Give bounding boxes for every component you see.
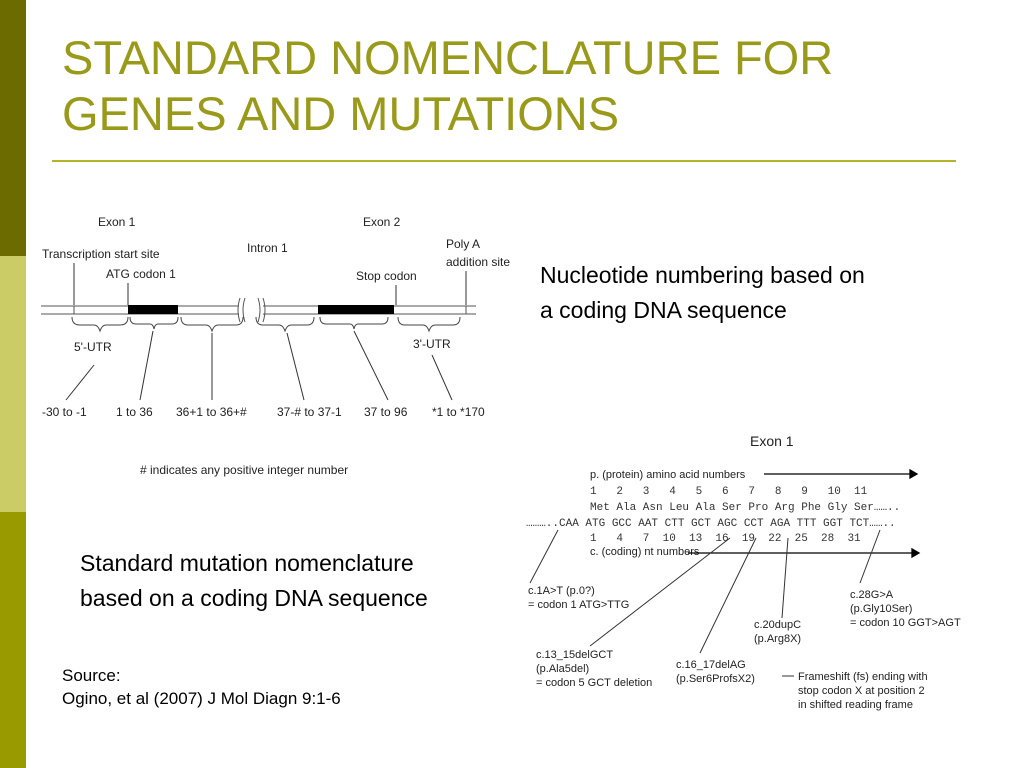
coding-numbers-label: c. (coding) nt numbers <box>590 546 700 558</box>
frameshift-note-line-1: Frameshift (fs) ending with <box>798 671 928 683</box>
title-line-2: GENES AND MUTATIONS <box>62 87 620 140</box>
sidebar-decoration <box>0 0 26 768</box>
mutation-exon-label: Exon 1 <box>750 433 794 449</box>
title-line-1: STANDARD NOMENCLATURE FOR <box>62 31 834 84</box>
mutation-1-line-1: c.1A>T (p.0?) <box>528 585 595 597</box>
sidebar-segment-dark <box>0 0 26 256</box>
nucleotide-caption-line-2: a coding DNA sequence <box>540 297 787 323</box>
mutation-5-line-3: = codon 10 GGT>AGT <box>850 617 961 629</box>
mutation-3-line-2: (p.Ser6ProfsX2) <box>676 673 755 685</box>
mutation-2-line-2: (p.Ala5del) <box>536 663 589 675</box>
position-label-1: -30 to -1 <box>42 405 87 419</box>
mutation-nomenclature-diagram: Exon 1 p. (protein) amino acid numbers 1… <box>526 433 961 711</box>
transcription-start-label: Transcription start site <box>42 247 160 261</box>
slide-title: STANDARD NOMENCLATURE FOR GENES AND MUTA… <box>62 30 962 142</box>
atg-codon-label: ATG codon 1 <box>106 267 176 281</box>
position-label-6: *1 to *170 <box>432 405 485 419</box>
sidebar-segment-light <box>0 256 26 512</box>
poly-a-label-1: Poly A <box>446 237 480 251</box>
integer-note: # indicates any positive integer number <box>140 463 348 477</box>
source-citation: Source: Ogino, et al (2007) J Mol Diagn … <box>62 664 341 710</box>
utr5-label: 5'-UTR <box>74 340 112 354</box>
gene-structure-diagram: Exon 1 Exon 2 Transcription start site I… <box>41 215 510 477</box>
coding-block-exon2 <box>318 305 394 314</box>
mutation-4-line-1: c.20dupC <box>754 619 801 631</box>
frameshift-note-line-3: in shifted reading frame <box>798 699 913 711</box>
frameshift-note-line-2: stop codon X at position 2 <box>798 685 925 697</box>
nucleotide-numbering-caption: Nucleotide numbering based on a coding D… <box>540 258 865 328</box>
mutation-caption-line-2: based on a coding DNA sequence <box>80 585 428 611</box>
title-divider <box>52 160 956 162</box>
mutation-1-line-2: = codon 1 ATG>TTG <box>528 599 629 611</box>
mutation-5-line-2: (p.Gly10Ser) <box>850 603 912 615</box>
utr3-label: 3'-UTR <box>413 337 451 351</box>
mutation-4-line-2: (p.Arg8X) <box>754 633 801 645</box>
dna-sequence: ………..CAA ATG GCC AAT CTT GCT AGC CCT AGA… <box>526 518 896 530</box>
nucleotide-caption-line-1: Nucleotide numbering based on <box>540 262 865 288</box>
poly-a-label-2: addition site <box>446 255 510 269</box>
position-label-4: 37-# to 37-1 <box>277 405 342 419</box>
position-label-2: 1 to 36 <box>116 405 153 419</box>
exon1-label: Exon 1 <box>98 215 136 229</box>
source-reference: Ogino, et al (2007) J Mol Diagn 9:1-6 <box>62 689 341 708</box>
position-label-3: 36+1 to 36+# <box>176 405 247 419</box>
mutation-caption-line-1: Standard mutation nomenclature <box>80 550 414 576</box>
amino-acid-numbers: 1 2 3 4 5 6 7 8 9 10 11 <box>590 486 868 498</box>
exon2-label: Exon 2 <box>363 215 401 229</box>
stop-codon-label: Stop codon <box>356 269 417 283</box>
mutation-3-line-1: c.16_17delAG <box>676 659 746 671</box>
mutation-2-line-3: = codon 5 GCT deletion <box>536 677 652 689</box>
mutation-2-line-1: c.13_15delGCT <box>536 649 613 661</box>
source-label: Source: <box>62 666 121 685</box>
position-label-5: 37 to 96 <box>364 405 408 419</box>
nucleotide-numbers: 1 4 7 10 13 16 19 22 25 28 31 <box>590 533 861 545</box>
mutation-nomenclature-caption: Standard mutation nomenclature based on … <box>80 546 428 616</box>
coding-block-exon1 <box>128 305 178 314</box>
sidebar-segment-mid <box>0 512 26 768</box>
intron-label: Intron 1 <box>247 241 288 255</box>
amino-acid-sequence: Met Ala Asn Leu Ala Ser Pro Arg Phe Gly … <box>590 502 900 514</box>
protein-numbers-label: p. (protein) amino acid numbers <box>590 469 746 481</box>
mutation-5-line-1: c.28G>A <box>850 589 894 601</box>
